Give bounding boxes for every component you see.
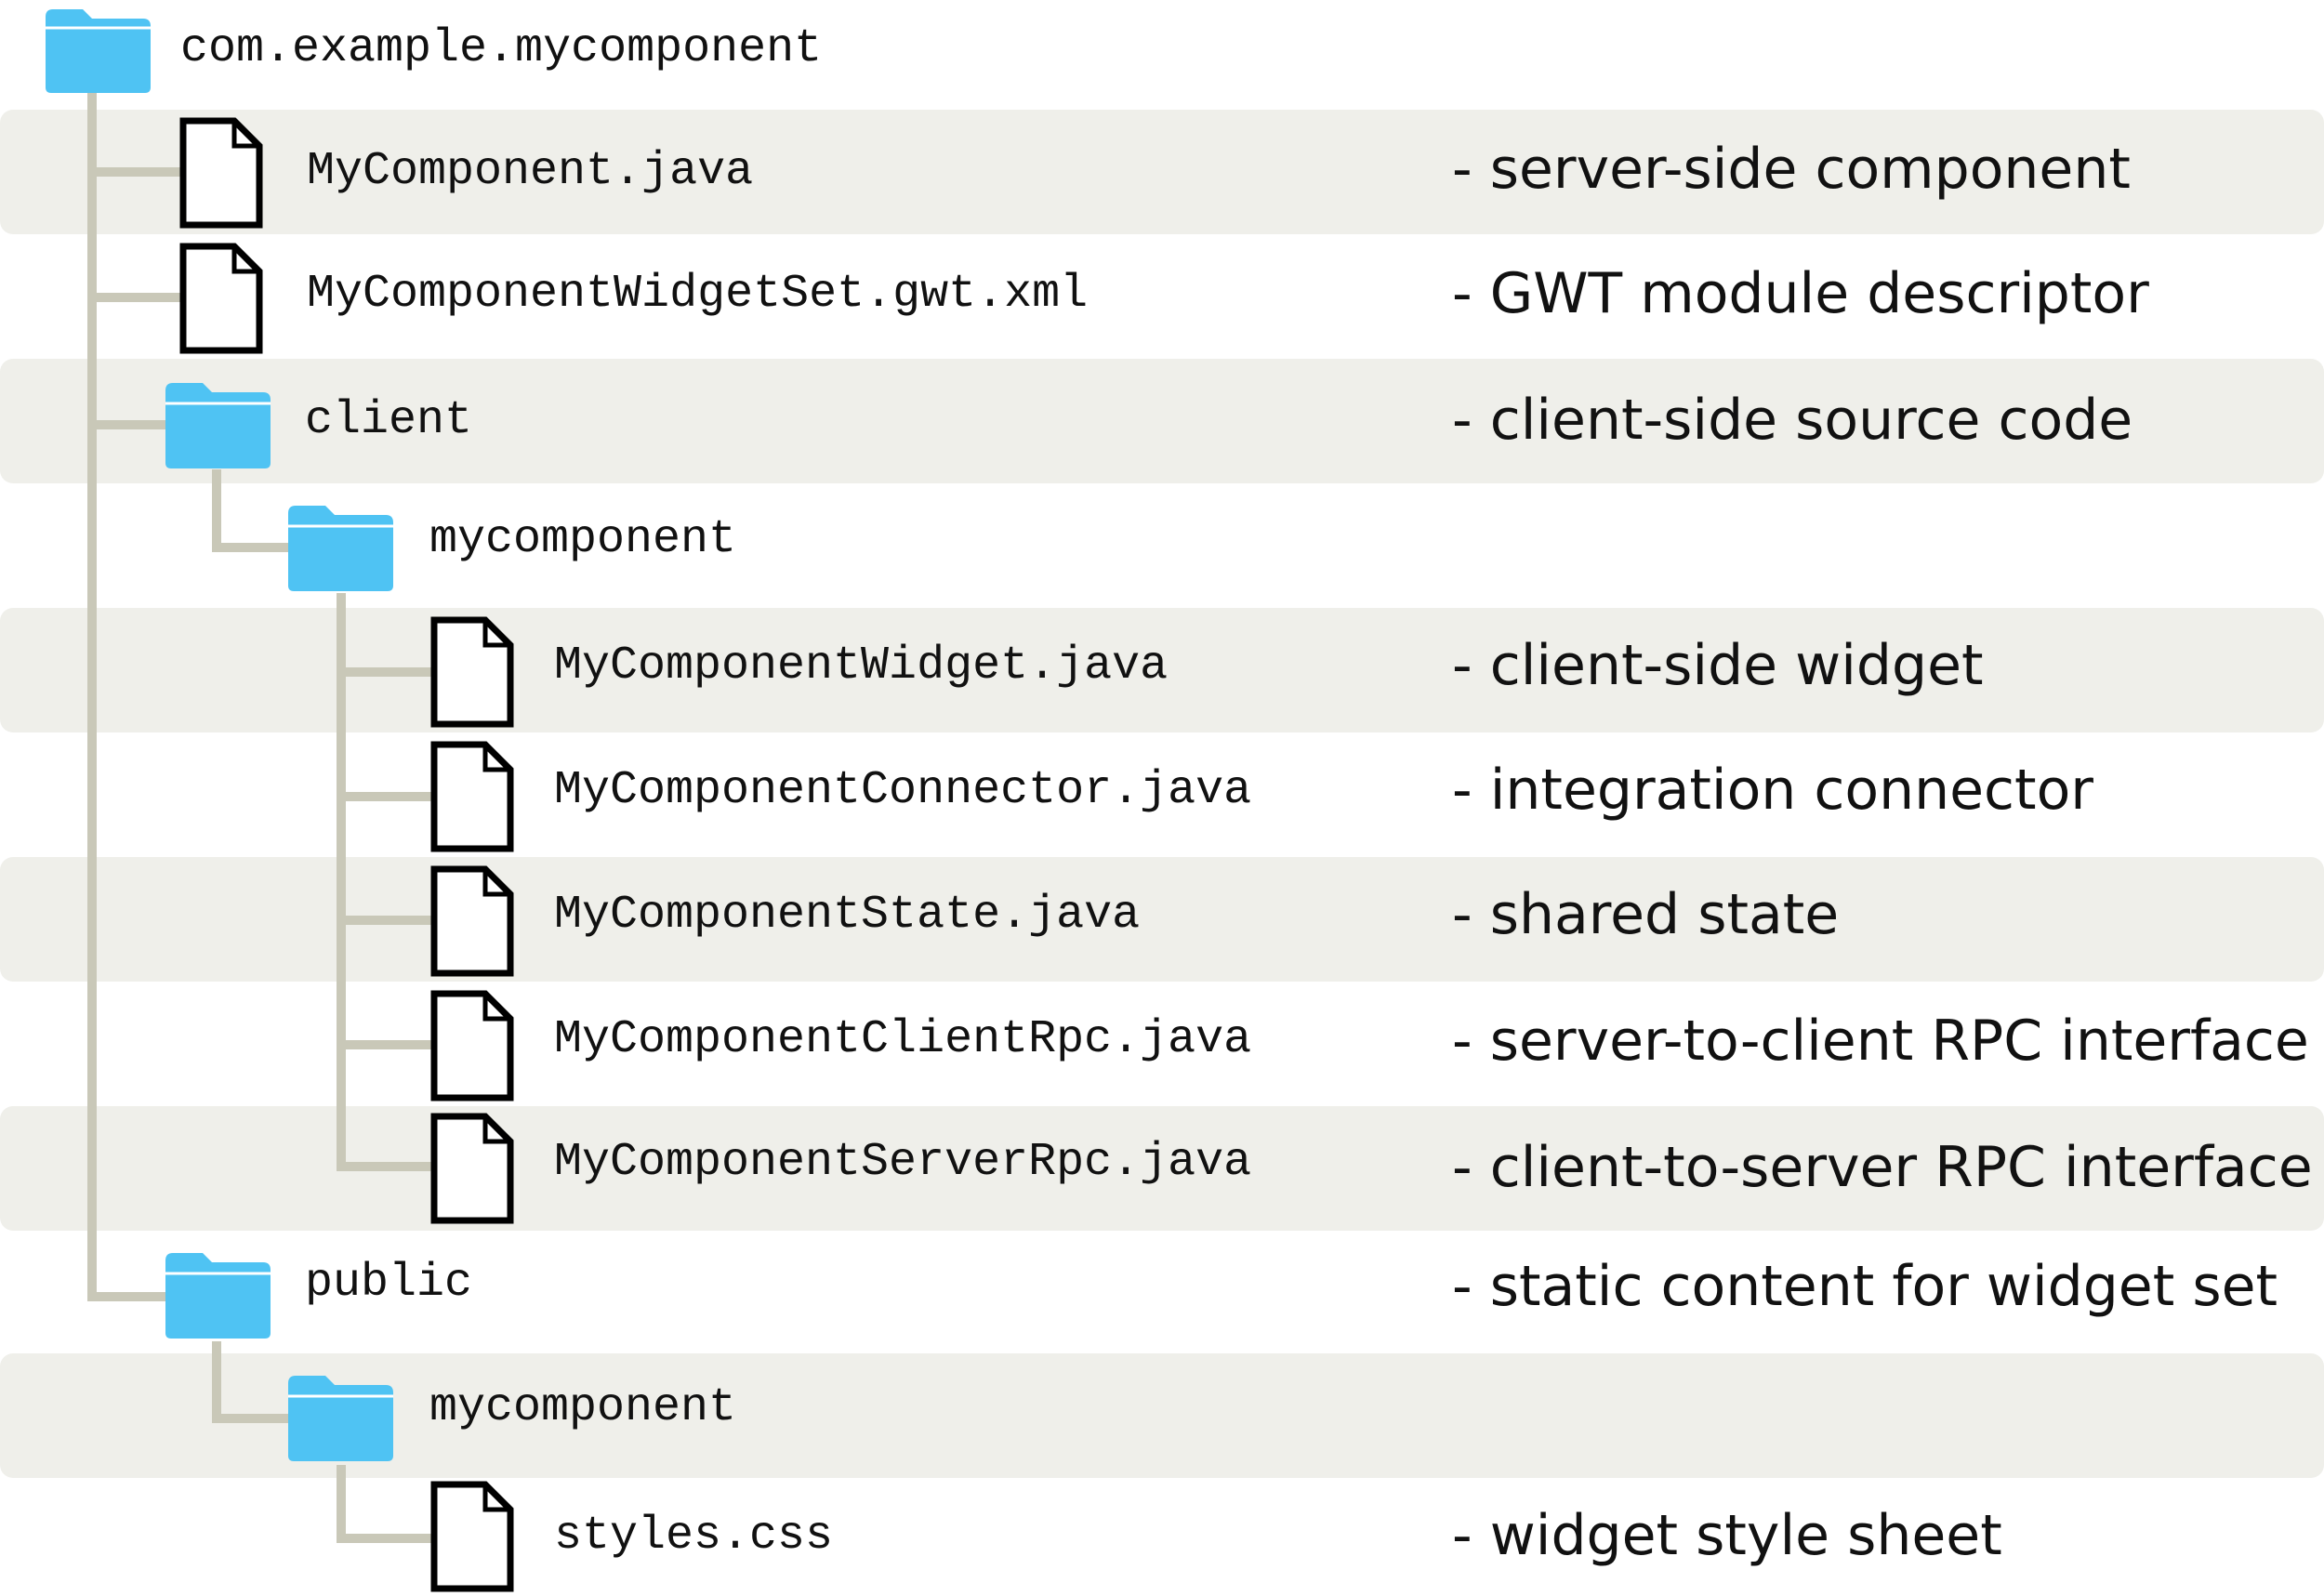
- tree-item-name: styles.css: [554, 1510, 834, 1563]
- tree-connector: [212, 543, 290, 552]
- tree-connector: [337, 667, 433, 677]
- tree-item-description: - integration connector: [1452, 758, 2093, 823]
- row-band: [0, 110, 2324, 234]
- tree-item-description: - server-to-client RPC interface: [1452, 1009, 2309, 1074]
- tree-connector: [87, 293, 184, 302]
- tree-item-name: MyComponentState.java: [554, 889, 1141, 942]
- tree-item-description: - widget style sheet: [1452, 1503, 2002, 1568]
- tree-item-description: - static content for widget set: [1452, 1254, 2278, 1319]
- tree-item-description: - server-side component: [1452, 137, 2131, 202]
- folder-icon: [286, 1374, 395, 1463]
- tree-item-name: mycomponent: [429, 1381, 737, 1434]
- file-icon: [429, 1112, 515, 1225]
- file-icon: [429, 1480, 515, 1593]
- tree-connector: [337, 916, 433, 925]
- tree-connector: [337, 1040, 433, 1049]
- tree-item-name: MyComponentClientRpc.java: [554, 1013, 1252, 1066]
- row-band: [0, 359, 2324, 483]
- tree-item-name: MyComponentWidget.java: [554, 640, 1169, 692]
- file-icon: [429, 740, 515, 853]
- tree-connector: [212, 1414, 290, 1423]
- tree-connector: [212, 469, 221, 552]
- file-icon: [429, 864, 515, 978]
- tree-item-name: MyComponentWidgetSet.gwt.xml: [307, 268, 1089, 321]
- tree-item-description: - client-side source code: [1452, 388, 2133, 453]
- file-icon: [178, 116, 264, 230]
- tree-item-name: mycomponent: [429, 513, 737, 566]
- tree-connector: [337, 593, 346, 1171]
- folder-icon: [286, 504, 395, 593]
- folder-icon: [44, 7, 152, 95]
- tree-item-name: public: [305, 1257, 473, 1310]
- tree-item-name: MyComponentServerRpc.java: [554, 1136, 1252, 1189]
- tree-connector: [337, 1534, 433, 1543]
- tree-connector: [337, 792, 433, 801]
- file-icon: [429, 989, 515, 1102]
- tree-connector: [87, 1292, 165, 1301]
- tree-item-description: - client-to-server RPC interface: [1452, 1135, 2313, 1200]
- folder-icon: [164, 1251, 272, 1340]
- tree-connector: [87, 420, 165, 429]
- tree-connector: [87, 167, 184, 177]
- tree-item-name: MyComponent.java: [307, 145, 754, 198]
- tree-item-description: - GWT module descriptor: [1452, 261, 2149, 326]
- tree-item-description: - shared state: [1452, 882, 1840, 947]
- tree-connector: [337, 1162, 433, 1171]
- file-icon: [429, 615, 515, 729]
- tree-item-name: MyComponentConnector.java: [554, 764, 1252, 817]
- tree-connector: [337, 1465, 346, 1543]
- root-folder-name: com.example.mycomponent: [180, 22, 823, 75]
- tree-connector: [87, 93, 97, 1301]
- folder-icon: [164, 381, 272, 470]
- tree-item-name: client: [305, 394, 473, 447]
- tree-connector: [212, 1341, 221, 1423]
- file-icon: [178, 242, 264, 355]
- tree-item-description: - client-side widget: [1452, 633, 1984, 698]
